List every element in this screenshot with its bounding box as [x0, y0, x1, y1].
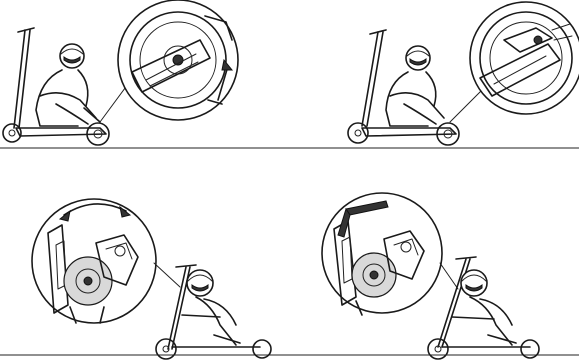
scooter-front-hub-illustration: [0, 185, 290, 362]
step-panel-rear-brake: [290, 0, 579, 175]
scooter-rear-brake-illustration: [290, 0, 579, 175]
person-icon: [182, 270, 240, 345]
hub-detail-icon: [322, 193, 442, 315]
step-panel-open-hub-cover: [0, 185, 290, 362]
scooter-hex-key-illustration: [290, 185, 579, 362]
step-panel-hex-key: [290, 185, 579, 362]
scooter-rear-wheel-illustration: [0, 0, 290, 175]
scooter-icon: [3, 28, 109, 145]
person-icon: [386, 46, 444, 126]
scooter-icon: [428, 257, 539, 359]
step-panel-remove-rear-cover: [0, 0, 290, 175]
scooter-icon: [348, 30, 459, 145]
rear-wheel-detail-icon: [118, 0, 238, 120]
person-icon: [36, 44, 100, 126]
rear-brake-detail-icon: [470, 2, 579, 114]
front-hub-open-detail-icon: [32, 199, 156, 323]
person-icon: [452, 270, 516, 345]
